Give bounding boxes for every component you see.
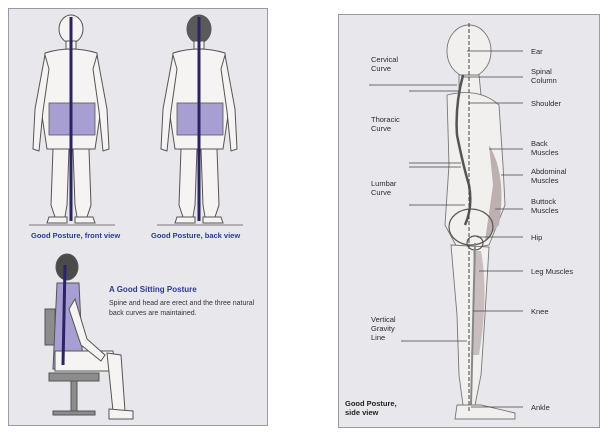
back-muscles-label: Back Muscles (531, 139, 559, 157)
cervical-curve-label: Cervical Curve (371, 55, 399, 73)
gravity-line-label: Vertical Gravity Line (371, 315, 396, 342)
sitting-figure (44, 253, 134, 420)
sitting-posture-title: A Good Sitting Posture (109, 285, 197, 294)
side-view-caption: Good Posture, side view (345, 399, 397, 417)
sitting-posture-description: Spine and head are erect and the three n… (109, 300, 255, 317)
right-posture-panel: Cervical Curve Thoracic Curve Lumbar Cur… (338, 14, 600, 428)
ankle-label: Ankle (531, 403, 550, 412)
pelvis-outline (448, 208, 494, 246)
front-view-caption: Good Posture, front view (31, 231, 121, 240)
ear-label: Ear (531, 47, 543, 56)
hip-label: Hip (531, 233, 543, 242)
side-view-illustration (369, 23, 523, 420)
thoracic-curve-label: Thoracic Curve (371, 115, 400, 133)
spine-column (455, 74, 472, 226)
shoulder-label: Shoulder (531, 99, 562, 108)
leg-muscles-label: Leg Muscles (531, 267, 574, 276)
front-back-sitting-illustration (29, 14, 243, 420)
buttock-muscles-label: Buttock Muscles (531, 197, 559, 215)
abdominal-muscles-label: Abdominal Muscles (531, 167, 567, 185)
left-posture-panel: Good Posture, front view Good Posture, b… (8, 8, 268, 426)
sitting-spine-line (61, 264, 67, 366)
knee-label: Knee (531, 307, 549, 316)
back-view-caption: Good Posture, back view (151, 231, 241, 240)
lumbar-curve-label: Lumbar Curve (371, 179, 397, 197)
spinal-column-label: Spinal Column (531, 67, 557, 85)
leg-bone (470, 242, 476, 406)
side-view-figure (444, 24, 516, 420)
